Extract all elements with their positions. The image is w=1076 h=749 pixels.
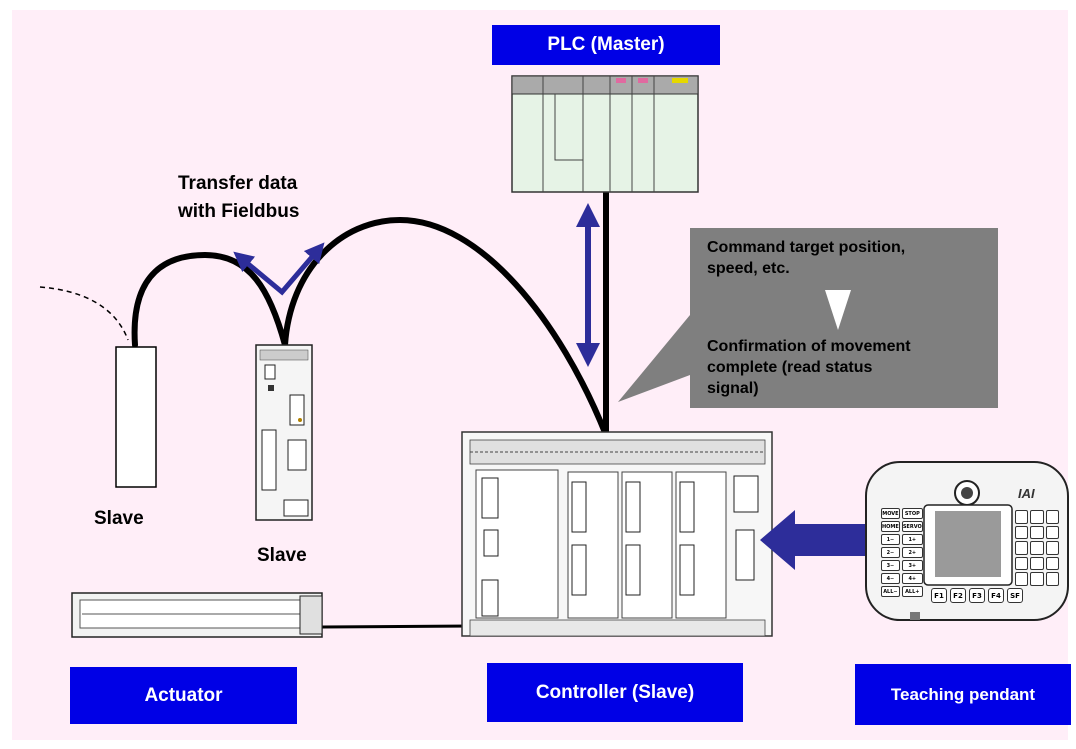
actuator-cable [321,624,473,629]
callout-command-text: Command target position, speed, etc. [707,237,905,279]
slave-box-left [115,346,157,488]
pendant-number-key [1045,572,1059,586]
pendant-number-key [1015,572,1029,586]
pendant-number-key [1015,556,1029,571]
teaching-pendant-label: Teaching pendant [855,664,1071,725]
callout-line-3: Confirmation of movement [707,338,911,355]
pendant-key: 2+ [901,547,923,558]
pendant-key: ALL+ [901,586,923,597]
pendant-brand: IAI [1018,486,1035,501]
transfer-data-annotation: Transfer data with Fieldbus [178,170,299,226]
down-triangle-icon [825,290,851,330]
pendant-function-key: SF [1007,588,1023,603]
pendant-number-key [1030,541,1044,555]
transfer-arrow [233,242,325,296]
pendant-key: HOME [881,521,900,532]
slave-label-middle: Slave [257,545,307,566]
pendant-function-key: F3 [969,588,985,603]
pendant-key: 2− [881,547,900,558]
pendant-key: SERVO [901,521,923,532]
callout-line-2: speed, etc. [707,260,790,277]
pendant-key: 1+ [901,534,923,545]
command-callout [618,228,998,408]
pendant-number-key [1045,525,1059,540]
slave-controller-middle [255,344,313,521]
pendant-numeric-keypad [1015,510,1059,586]
pendant-number-key [1015,541,1029,555]
callout-line-4: complete (read status [707,359,873,376]
pendant-number-key [1030,572,1044,586]
pendant-key: STOP [901,508,923,519]
dashed-cable [39,286,129,341]
pendant-number-key [1015,525,1029,540]
callout-confirm-text: Confirmation of movement complete (read … [707,336,911,399]
pendant-key: 4+ [901,573,923,584]
pendant-key: 3+ [901,560,923,571]
pendant-number-key [1045,510,1059,524]
transfer-line-1: Transfer data [178,173,298,194]
pendant-key: 3− [881,560,900,571]
transfer-line-2: with Fieldbus [178,201,300,222]
fieldbus-cable [131,216,609,438]
pendant-key: ALL− [881,586,900,597]
pendant-number-key [1045,541,1059,555]
pendant-function-key: F2 [950,588,966,603]
plc-unit [511,75,699,193]
pendant-key: 4− [881,573,900,584]
pendant-function-key: F1 [931,588,947,603]
pendant-number-key [1030,510,1044,524]
callout-line-5: signal) [707,380,759,397]
callout-line-1: Command target position, [707,239,906,256]
pendant-number-key [1030,525,1044,540]
slave-label-left: Slave [94,508,144,529]
pendant-key: 1− [881,534,900,545]
main-controller [461,431,773,637]
pendant-arrow-icon [760,510,866,570]
pendant-number-key [1030,556,1044,571]
plc-master-label: PLC (Master) [492,25,720,65]
controller-slave-label: Controller (Slave) [487,663,743,722]
actuator-device [71,592,323,638]
actuator-label: Actuator [70,667,297,724]
pendant-number-key [1015,510,1029,524]
pendant-key: MOVE [881,508,900,519]
pendant-function-key: F4 [988,588,1004,603]
pendant-number-key [1045,556,1059,571]
